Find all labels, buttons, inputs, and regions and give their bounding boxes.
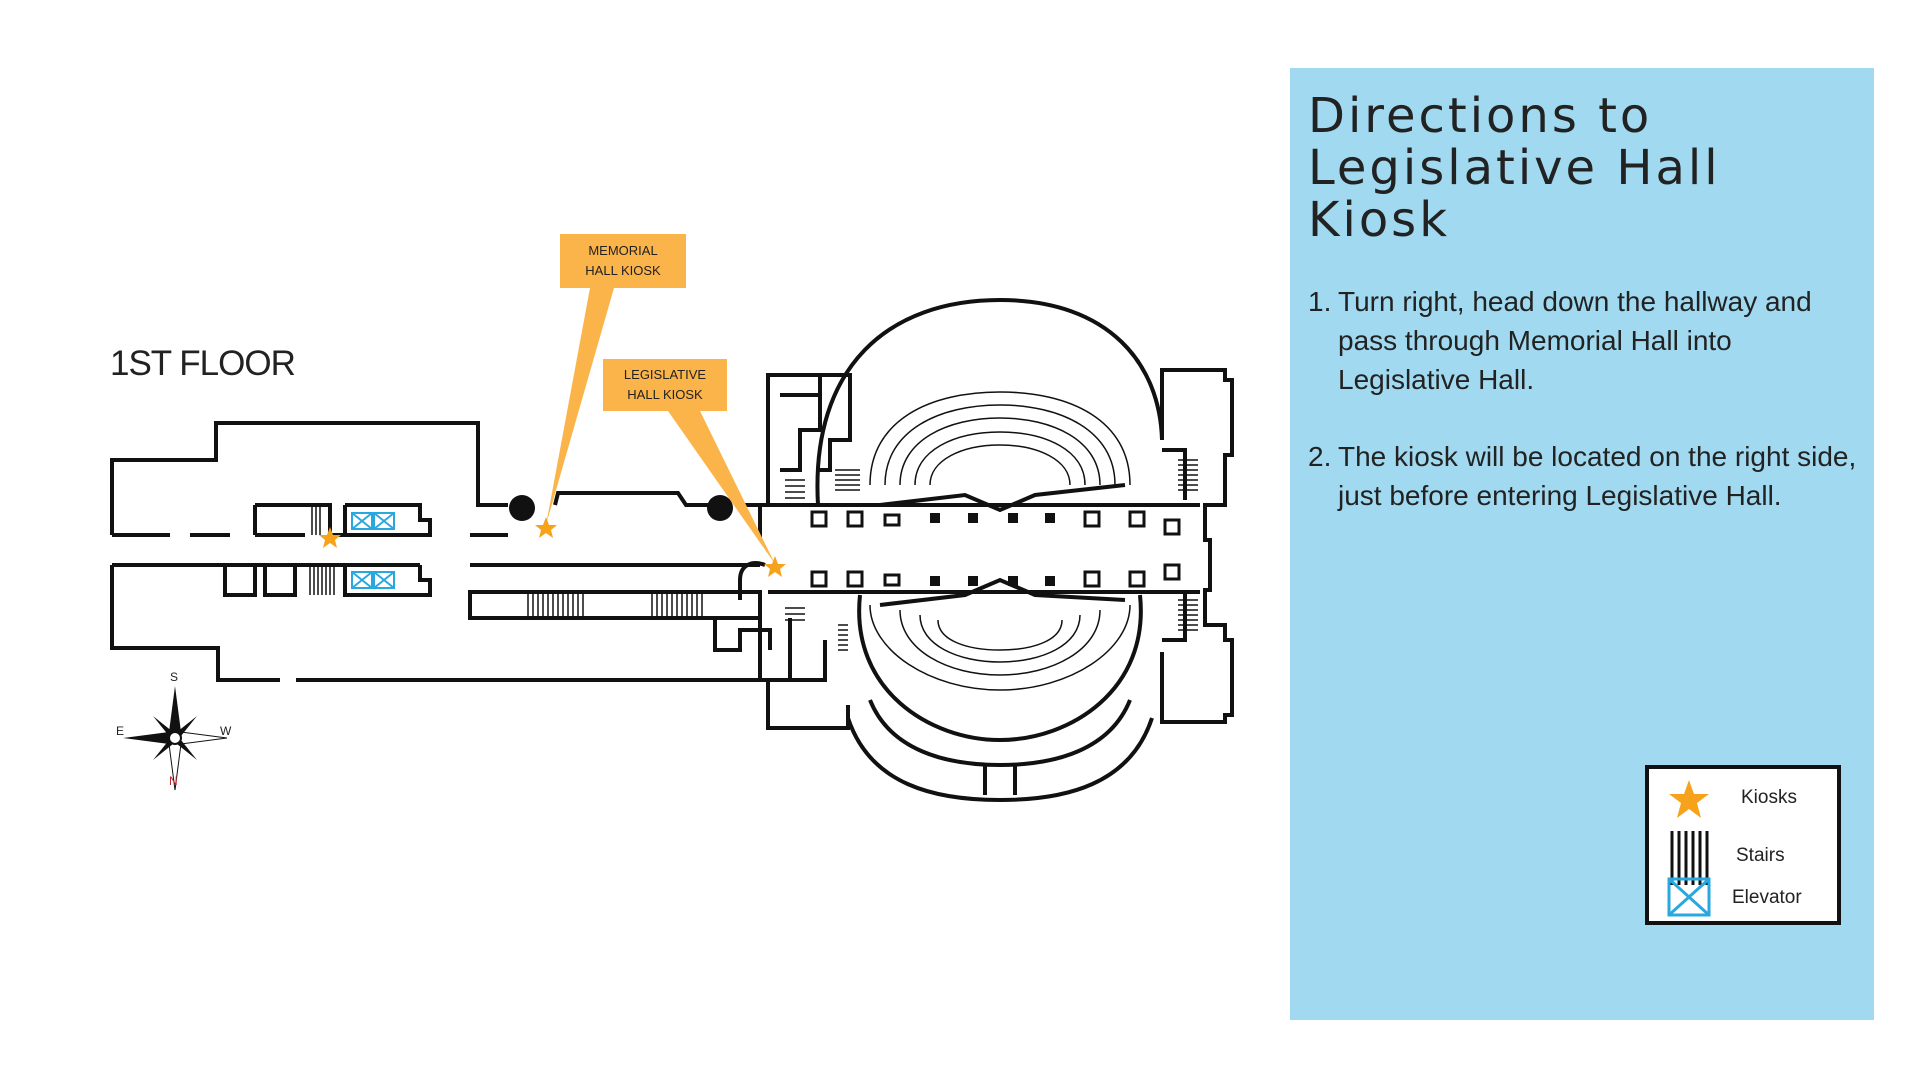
- stairs-icon: [1670, 831, 1709, 885]
- memorial-callout-pointer: [546, 288, 614, 525]
- compass-south-label: S: [170, 670, 179, 684]
- step-number: 2.: [1308, 441, 1332, 472]
- panel-title: Directions to Legislative Hall Kiosk: [1308, 90, 1868, 246]
- compass-north-label: N: [169, 774, 178, 788]
- legislative-callout-pointer: [668, 411, 775, 564]
- legend-label: Kiosks: [1741, 787, 1797, 808]
- floor-plan-map: 1ST FLOOR MEMORIAL HALL KIOSK LEGISLATIV…: [110, 234, 1234, 803]
- legend-item-kiosks: Kiosks: [1649, 777, 1837, 827]
- panel-title-line: Kiosk: [1308, 192, 1450, 248]
- star-icon: [1669, 780, 1709, 818]
- pillar-2: [707, 495, 733, 521]
- map-legend: Kiosks Stairs Elevator: [1645, 765, 1841, 925]
- rotunda-south-inner: [857, 594, 1143, 743]
- panel-title-line: Legislative Hall: [1308, 140, 1721, 196]
- step-text: Turn right, head down the hallway and pa…: [1338, 286, 1812, 395]
- pillar-1: [509, 495, 535, 521]
- callout-line: LEGISLATIVE: [623, 367, 707, 382]
- memorial-hall-kiosk-callout: MEMORIAL HALL KIOSK: [560, 234, 686, 288]
- west-wing-south-corridor: [110, 565, 760, 682]
- kiosk-markers: [319, 517, 786, 577]
- direction-step: 2. The kiosk will be located on the righ…: [1308, 437, 1868, 515]
- kiosk-star-icon: [535, 517, 557, 538]
- legend-item-elevator: Elevator: [1649, 873, 1837, 923]
- west-wing-corridor-north: [553, 491, 715, 507]
- compass-east-label: E: [116, 724, 125, 738]
- elevator-icon: [1667, 877, 1711, 917]
- legislative-hall-kiosk-callout: LEGISLATIVE HALL KIOSK: [603, 359, 727, 411]
- callout-line: HALL KIOSK: [627, 387, 703, 402]
- rotunda-south-outer: [846, 717, 1154, 803]
- step-number: 1.: [1308, 286, 1332, 317]
- callout-line: MEMORIAL: [588, 243, 658, 258]
- callout-line: HALL KIOSK: [585, 263, 661, 278]
- floor-label: 1ST FLOOR: [110, 344, 296, 383]
- direction-steps: 1. Turn right, head down the hallway and…: [1308, 282, 1868, 553]
- west-wing-north-wall: [110, 421, 508, 535]
- legend-label: Elevator: [1732, 887, 1802, 908]
- kiosk-star-icon: [319, 527, 341, 548]
- step-text: The kiosk will be located on the right s…: [1338, 441, 1857, 511]
- rotunda-north: [815, 297, 1164, 506]
- directions-panel: Directions to Legislative Hall Kiosk 1. …: [1290, 68, 1874, 1020]
- legend-item-stairs: Stairs: [1649, 831, 1837, 885]
- legend-label: Stairs: [1736, 845, 1785, 866]
- compass-rose-icon: [123, 686, 228, 791]
- floor-plan-drawing: [110, 288, 1234, 803]
- kiosk-star-icon: [764, 556, 786, 577]
- panel-title-line: Directions to: [1308, 88, 1653, 144]
- compass-west-label: W: [220, 724, 232, 738]
- direction-step: 1. Turn right, head down the hallway and…: [1308, 282, 1868, 399]
- elevator-icon: [351, 512, 395, 589]
